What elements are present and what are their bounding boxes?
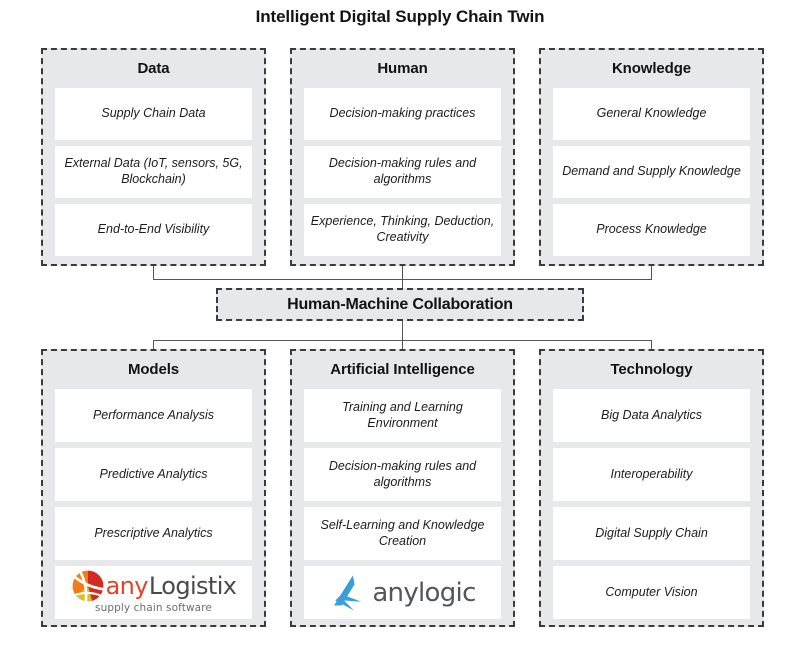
card-item[interactable]: Training and Learning Environment [304,389,501,442]
page-title: Intelligent Digital Supply Chain Twin [255,7,545,26]
card-item[interactable]: Decision-making rules and algorithms [304,448,501,501]
anylogic-arrow-icon [329,573,369,613]
connector-stem-human-top [402,266,403,289]
connector-stem-technology-top [651,340,652,350]
group-heading-artificial-intelligence: Artificial Intelligence [330,361,475,378]
card-list-technology: Big Data Analytics Interoperability Digi… [553,389,750,625]
card-item[interactable]: Self-Learning and Knowledge Creation [304,507,501,560]
collab-label: Human-Machine Collaboration [287,295,513,313]
connector-stem-models-top [153,340,154,350]
card-item[interactable]: Process Knowledge [553,204,750,256]
card-item[interactable]: General Knowledge [553,88,750,140]
card-item[interactable]: Interoperability [553,448,750,501]
connector-stem-ai-top [402,340,403,350]
connector-stem-data-top [153,266,154,279]
anylogic-wordmark: anylogic [372,577,476,608]
group-panel-models: Models Performance Analysis Predictive A… [41,349,266,627]
card-item[interactable]: External Data (IoT, sensors, 5G, Blockch… [55,146,252,198]
connector-bus-top [153,279,652,280]
anylogic-logo: anylogic [304,566,501,619]
card-list-models: Performance Analysis Predictive Analytic… [55,389,252,625]
card-item[interactable]: Predictive Analytics [55,448,252,501]
card-item[interactable]: End-to-End Visibility [55,204,252,256]
anylogistix-word-any: any [105,572,149,601]
group-panel-technology: Technology Big Data Analytics Interopera… [539,349,764,627]
card-item[interactable]: Computer Vision [553,566,750,619]
anylogistix-sphere-icon [71,569,105,603]
group-heading-data: Data [137,60,170,77]
human-machine-collaboration-box[interactable]: Human-Machine Collaboration [216,288,584,321]
group-panel-knowledge: Knowledge General Knowledge Demand and S… [539,48,764,266]
card-item[interactable]: Supply Chain Data [55,88,252,140]
group-panel-artificial-intelligence: Artificial Intelligence Training and Lea… [290,349,515,627]
anylogistix-word-logistix: Logistix [148,572,237,601]
card-item[interactable]: Performance Analysis [55,389,252,442]
card-list-artificial-intelligence: Training and Learning Environment Decisi… [304,389,501,625]
card-item[interactable]: Experience, Thinking, Deduction, Creativ… [304,204,501,256]
group-heading-human: Human [377,60,428,77]
card-item[interactable]: Prescriptive Analytics [55,507,252,560]
card-item[interactable]: Decision-making practices [304,88,501,140]
card-item[interactable]: Big Data Analytics [553,389,750,442]
connector-stem-knowledge-top [651,266,652,279]
group-panel-data: Data Supply Chain Data External Data (Io… [41,48,266,266]
connector-stem-center-bottom [402,321,403,340]
card-item[interactable]: Demand and Supply Knowledge [553,146,750,198]
group-heading-knowledge: Knowledge [611,60,692,77]
card-item[interactable]: Decision-making rules and algorithms [304,146,501,198]
card-list-data: Supply Chain Data External Data (IoT, se… [55,88,252,262]
group-heading-technology: Technology [610,361,693,378]
card-item[interactable]: Digital Supply Chain [553,507,750,560]
card-list-knowledge: General Knowledge Demand and Supply Know… [553,88,750,262]
group-heading-models: Models [127,361,180,378]
anylogistix-tagline: supply chain software [95,602,212,615]
group-panel-human: Human Decision-making practices Decision… [290,48,515,266]
card-item-anylogic-logo[interactable]: anylogic [304,566,501,619]
card-list-human: Decision-making practices Decision-makin… [304,88,501,262]
